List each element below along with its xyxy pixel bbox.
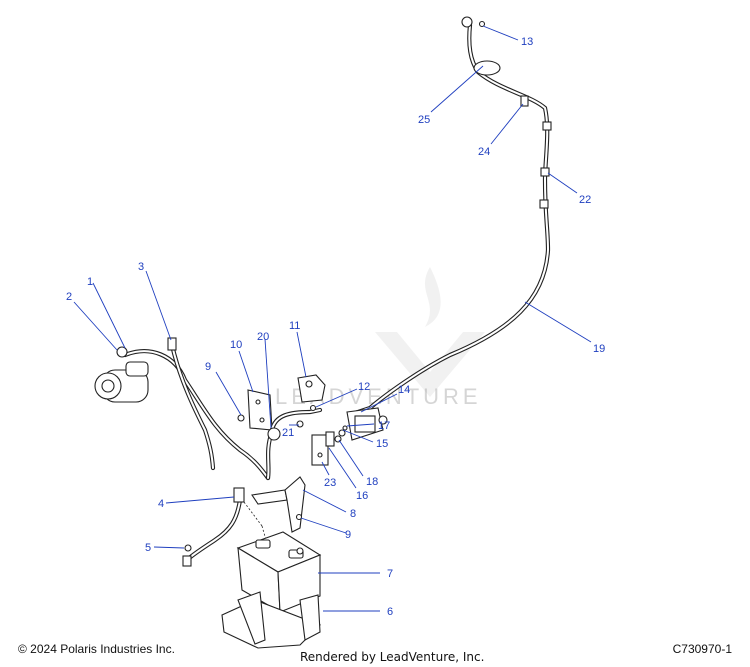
copyright-notice: © 2024 Polaris Industries Inc. [18,642,175,656]
callout-7: 7 [387,568,393,580]
cable-3 [169,342,216,471]
starter-motor [94,361,149,403]
callout-24: 24 [478,146,490,158]
cable-19 [352,22,551,416]
terminal-13 [461,16,473,28]
cable-1 [122,349,271,481]
terminal-2 [116,346,128,358]
callout-3: 3 [138,261,144,273]
callout-9-lower: 9 [345,529,351,541]
callout-2: 2 [66,291,72,303]
callout-21: 21 [282,427,294,439]
terminal-3 [167,337,177,351]
drawing-number: C730970-1 [672,642,732,656]
callout-12: 12 [358,381,370,393]
callout-14: 14 [398,384,410,396]
leader-lines [73,25,592,612]
clip-24 [520,95,529,107]
callout-22: 22 [579,194,591,206]
solenoid-14 [346,407,388,441]
battery-tray-6 [221,591,321,649]
callout-10: 10 [230,339,242,351]
leadventure-watermark-logo [375,267,485,397]
callout-4: 4 [158,498,164,510]
callouts: 1 2 3 4 5 6 7 8 9 9 10 11 12 13 14 15 16… [66,36,605,618]
terminal-5 [182,555,192,567]
bolt-9 [295,513,303,521]
clip-22b [539,199,549,209]
nut-13 [478,20,486,28]
bracket-10 [237,389,273,431]
callout-13: 13 [521,36,533,48]
callout-11: 11 [289,320,300,332]
grommet-25 [473,60,501,76]
bolt-5 [184,544,192,552]
cover-11 [297,374,326,403]
callout-20: 20 [257,331,269,343]
callout-23: 23 [324,477,336,489]
callout-19: 19 [593,343,605,355]
callout-1: 1 [87,276,93,288]
callout-16: 16 [356,490,368,502]
callout-8: 8 [350,508,356,520]
callout-25: 25 [418,114,430,126]
strap-8 [251,476,306,533]
cable-4-5 [184,497,243,563]
callout-17: 17 [378,420,390,432]
clip-upper [542,121,552,131]
relay-23 [311,431,335,466]
clip-22a [540,167,550,177]
callout-18: 18 [366,476,378,488]
nut-21 [296,420,304,428]
connector-15-17-18 [334,425,348,443]
terminal-4 [233,487,245,503]
terminal-21 [267,427,281,441]
rendered-by-text: Rendered by LeadVenture, Inc. [300,650,485,664]
callout-9-upper: 9 [205,361,211,373]
nut-12 [309,404,317,412]
callout-6: 6 [387,606,393,618]
callout-5: 5 [145,542,151,554]
callout-15: 15 [376,438,388,450]
